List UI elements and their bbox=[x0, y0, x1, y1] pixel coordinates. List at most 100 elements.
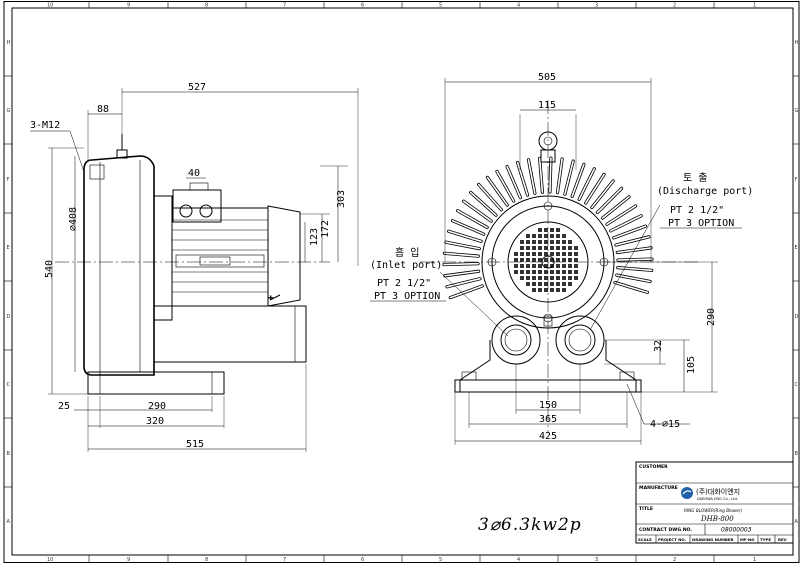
cooling-fin-gap bbox=[538, 157, 544, 194]
dim-505: 505 bbox=[538, 72, 556, 83]
fan-cover-slot bbox=[526, 282, 530, 286]
zone-right-C: C bbox=[795, 382, 799, 388]
zone-right-B: B bbox=[795, 451, 799, 457]
zone-bottom-7: 7 bbox=[283, 557, 286, 563]
inner-border bbox=[11, 7, 794, 556]
fan-cover-slot bbox=[568, 264, 572, 268]
fan-cover-slot bbox=[526, 270, 530, 274]
fan-cover-slot bbox=[538, 282, 542, 286]
fan-cover-slot bbox=[574, 258, 578, 262]
fan-cover-slot bbox=[538, 258, 542, 262]
cooling-fins bbox=[442, 156, 654, 300]
cooling-fin-gap bbox=[445, 241, 481, 250]
fan-cover-slot bbox=[550, 282, 554, 286]
zone-top-1: 1 bbox=[753, 3, 756, 9]
discharge-spec-2: PT 3 OPTION bbox=[668, 218, 734, 229]
cooling-fin-gap bbox=[596, 187, 623, 214]
cooling-fin-gap bbox=[449, 285, 484, 299]
fan-cover-slot bbox=[532, 258, 536, 262]
fan-cover-slot bbox=[520, 252, 524, 256]
blower-housing bbox=[83, 155, 155, 376]
fan-cover-slot bbox=[562, 234, 566, 238]
discharge-spec-1: PT 2 1/2" bbox=[670, 205, 724, 216]
company-logo-icon bbox=[681, 487, 693, 499]
cooling-fin-gap bbox=[615, 236, 650, 246]
svg-text:✚: ✚ bbox=[268, 293, 274, 303]
cooling-fin-gap bbox=[606, 205, 637, 226]
fan-cover-slot bbox=[568, 270, 572, 274]
customer-label: CUSTOMER bbox=[639, 464, 668, 470]
zone-bottom-5: 5 bbox=[439, 557, 442, 563]
dim-123: 123 bbox=[309, 228, 320, 246]
fan-cover-slot bbox=[520, 270, 524, 274]
outer-border bbox=[3, 1, 800, 563]
terminal-box bbox=[172, 189, 222, 223]
motor-end-cover bbox=[267, 205, 301, 307]
fan-cover-slot bbox=[550, 246, 554, 250]
fan-cover-slot bbox=[562, 252, 566, 256]
cooling-fin-gap bbox=[496, 170, 515, 202]
zone-right-G: G bbox=[795, 108, 799, 114]
fan-cover-slot bbox=[520, 258, 524, 262]
zone-top-5: 5 bbox=[439, 3, 442, 9]
dim-105: 105 bbox=[686, 356, 697, 374]
fan-cover-slot bbox=[544, 240, 548, 244]
contract-number: 08000003 bbox=[721, 527, 752, 534]
zone-bottom-9: 9 bbox=[127, 557, 130, 563]
fan-cover-slot bbox=[562, 246, 566, 250]
fan-cover-slot bbox=[538, 264, 542, 268]
inlet-label-kr: 흡 입 bbox=[395, 246, 419, 259]
cooling-fin-gap bbox=[486, 176, 509, 206]
dim-mount-holes: 4-⌀15 bbox=[650, 419, 680, 430]
dim-88: 88 bbox=[97, 104, 109, 115]
fan-cover-slot bbox=[556, 270, 560, 274]
cooling-fin-gap bbox=[456, 209, 488, 229]
fan-cover-slot bbox=[514, 270, 518, 274]
zone-left-D: D bbox=[7, 314, 11, 320]
zone-left-C: C bbox=[7, 382, 11, 388]
cooling-fin-gap bbox=[516, 161, 529, 196]
zone-left-A: A bbox=[7, 519, 11, 525]
fan-cover-slot bbox=[532, 252, 536, 256]
zone-bottom-8: 8 bbox=[205, 557, 208, 563]
fan-cover-slot bbox=[562, 282, 566, 286]
fan-cover-slot bbox=[556, 288, 560, 292]
discharge-label-en: (Discharge port) bbox=[657, 186, 753, 197]
zone-left-B: B bbox=[7, 451, 11, 457]
cooling-fin-gap bbox=[506, 165, 522, 199]
fan-cover-slot bbox=[544, 276, 548, 280]
cooling-fin-gap bbox=[527, 159, 536, 195]
fan-cover-slot bbox=[568, 240, 572, 244]
fan-cover-slot bbox=[532, 240, 536, 244]
fan-cover-slot bbox=[532, 282, 536, 286]
dim-25: 25 bbox=[58, 401, 70, 412]
thread-callout: 3-M12 bbox=[30, 120, 60, 131]
fan-cover-slot bbox=[544, 228, 548, 232]
dim-40: 40 bbox=[188, 168, 200, 179]
side-base-foot bbox=[87, 371, 225, 395]
cooling-fin-gap bbox=[614, 281, 649, 294]
dim-527: 527 bbox=[188, 82, 206, 93]
fan-cover-slot bbox=[514, 252, 518, 256]
motor-fins bbox=[172, 219, 268, 293]
cooling-fin-gap bbox=[451, 219, 485, 235]
fan-cover-slot bbox=[556, 276, 560, 280]
motor-lower-frame bbox=[153, 305, 307, 363]
cooling-fin-gap bbox=[584, 173, 605, 204]
fan-cover-slot bbox=[556, 240, 560, 244]
dim-425: 425 bbox=[539, 431, 557, 442]
fan-cover-slot bbox=[568, 258, 572, 262]
fan-cover-grid bbox=[514, 228, 578, 292]
zone-top-10: 10 bbox=[47, 3, 53, 9]
fan-cover-slot bbox=[538, 234, 542, 238]
fan-cover-slot bbox=[514, 258, 518, 262]
cooling-fin-gap bbox=[443, 252, 480, 257]
cooling-fin-gap bbox=[549, 157, 552, 193]
zone-left-G: G bbox=[7, 108, 11, 114]
fan-cover-slot bbox=[544, 246, 548, 250]
dim-320: 320 bbox=[146, 416, 164, 427]
fan-cover-slot bbox=[556, 234, 560, 238]
dim-115: 115 bbox=[538, 100, 556, 111]
cooling-fin-gap bbox=[477, 183, 503, 211]
